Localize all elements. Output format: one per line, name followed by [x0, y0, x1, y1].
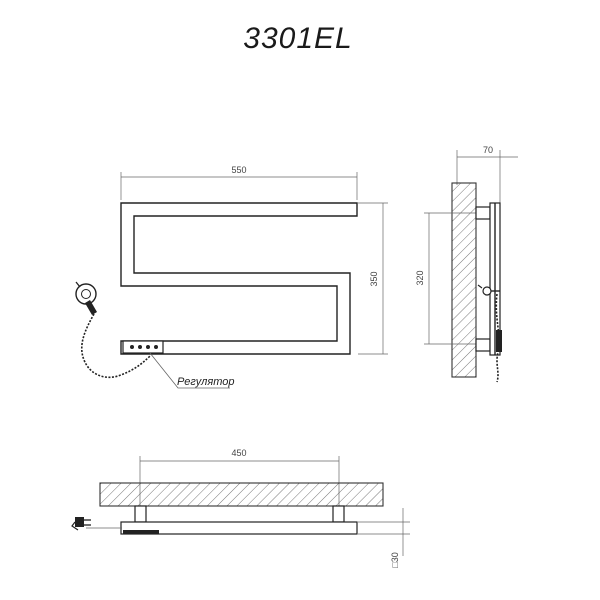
mount-height-dimension-label: 320: [415, 270, 425, 285]
depth-dimension-label: 70: [483, 145, 493, 155]
side-plug-icon: [477, 284, 500, 296]
pipe-dimension-label: □30: [390, 552, 400, 567]
regulator-label: Регулятор: [177, 376, 235, 388]
height-dimension-label: 350: [369, 271, 379, 286]
regulator-button: [154, 345, 158, 349]
regulator-button: [138, 345, 142, 349]
regulator-button: [146, 345, 150, 349]
top-bracket: [475, 206, 491, 220]
plug-icon: [75, 281, 97, 315]
width-dimension-label: 550: [231, 165, 246, 175]
left-bracket: [134, 505, 147, 523]
towel-rail-s-shape: [120, 202, 358, 355]
side-view: 70 320: [415, 145, 518, 383]
wall-top-section: [99, 482, 384, 507]
regulator-box: [122, 340, 164, 354]
right-bracket: [332, 505, 345, 523]
bottom-bracket: [475, 338, 491, 352]
regulator-button: [130, 345, 134, 349]
top-regulator: [123, 530, 159, 534]
top-view: 450 □30: [71, 448, 410, 568]
drawing-title: 3301EL: [243, 22, 352, 55]
wall-section: [451, 182, 477, 378]
top-plug-icon: [71, 517, 91, 531]
front-view: 550 350 Регулятор: [75, 165, 388, 389]
mount-width-dimension-label: 450: [231, 448, 246, 458]
power-cord: [80, 313, 151, 379]
